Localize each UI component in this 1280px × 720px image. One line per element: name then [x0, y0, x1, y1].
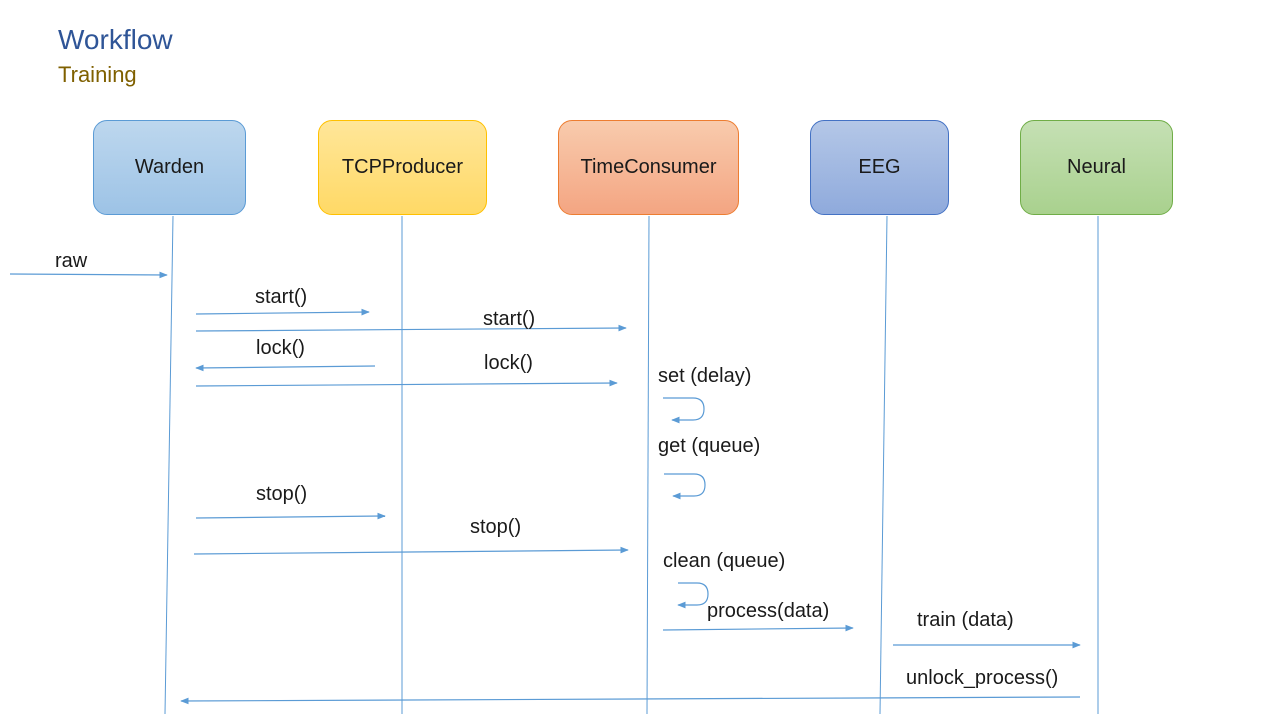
message-lock-back-arrow [195, 364, 376, 372]
message-process-data-label: process(data) [707, 600, 829, 622]
actor-eeg: EEG [810, 120, 949, 215]
actor-tcpproducer: TCPProducer [318, 120, 487, 215]
message-clean-queue-label: clean (queue) [663, 550, 785, 572]
actor-warden: Warden [93, 120, 246, 215]
diagram-title: Workflow [58, 24, 173, 55]
message-unlock-process-label: unlock_process() [906, 667, 1058, 689]
message-lock-back-label: lock() [256, 337, 305, 359]
lifeline-timeconsumer [646, 215, 650, 715]
message-start-time-arrow [195, 324, 627, 332]
lifeline-eeg [879, 215, 888, 715]
message-stop-time-arrow [193, 546, 629, 555]
message-get-queue-label: get (queue) [658, 435, 760, 457]
message-stop-tcp-label: stop() [256, 483, 307, 505]
message-stop-time-label: stop() [470, 516, 521, 538]
message-set-delay-label: set (delay) [658, 365, 751, 387]
lifeline-warden [164, 215, 174, 715]
actor-timeconsumer: TimeConsumer [558, 120, 739, 215]
message-train-data-label: train (data) [917, 609, 1014, 631]
diagram-subtitle: Training [58, 62, 137, 87]
message-start-time-label: start() [483, 308, 535, 330]
self-loop-get-queue [664, 473, 706, 500]
message-process-data-arrow [662, 624, 854, 632]
self-loop-clean-queue [677, 582, 709, 609]
self-loop-set-delay [663, 397, 705, 424]
message-lock-time-label: lock() [484, 352, 533, 374]
message-start-tcp-arrow [195, 308, 370, 316]
actor-neural: Neural [1020, 120, 1173, 215]
message-stop-tcp-arrow [195, 512, 386, 520]
message-raw-label: raw [55, 250, 88, 272]
message-lock-time-arrow [195, 379, 618, 387]
message-start-tcp-label: start() [255, 286, 307, 308]
message-raw-arrow [9, 271, 168, 279]
message-unlock-process-arrow [180, 696, 1081, 705]
